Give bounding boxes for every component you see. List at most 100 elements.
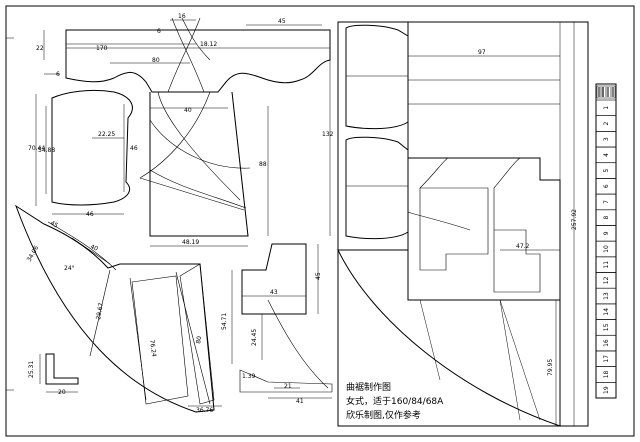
layout-sleeve-bottom (345, 136, 409, 240)
front-wrap-curve-4 (139, 91, 211, 179)
layout-inner-curve-1 (419, 157, 449, 189)
collar-curve-inner (181, 17, 211, 61)
layout-fan-seam-1 (419, 299, 441, 381)
skirt-group: 45 40 34.06 24° 29.67 76.24 80 36.76 25.… (15, 204, 222, 414)
dim-79-95: 79.95 (547, 359, 554, 376)
index-label: 5 (603, 168, 610, 172)
sleeve-piece-outline (51, 89, 133, 206)
dim-80: 80 (152, 57, 160, 64)
index-label: 8 (603, 216, 610, 220)
index-label: 16 (603, 339, 610, 347)
layout-block-group: 97 257.92 47.2 79.95 (337, 21, 589, 427)
index-label: 14 (603, 308, 610, 316)
dim-21: 21 (284, 383, 292, 390)
skirt-seam-2 (89, 269, 111, 357)
dim-6-top: 6 (157, 28, 161, 35)
dim-54-71: 54.71 (221, 313, 228, 330)
index-label: 17 (603, 355, 610, 363)
layout-inner-pocket-1 (419, 187, 489, 271)
gusset-outline (241, 243, 307, 315)
sleeve-piece-group: 70.44 54.88 22.25 46 46 (28, 89, 138, 218)
dim-170: 170 (96, 45, 108, 52)
sleeve-yoke-outline (65, 29, 331, 93)
front-wrap-curve-2 (149, 119, 251, 169)
dim-1-39: 1.39 (242, 373, 256, 380)
layout-block-frame (337, 21, 589, 427)
skirt-seam-4 (175, 271, 211, 405)
dim-97: 97 (478, 49, 486, 56)
waist-band-outline (45, 353, 79, 385)
dim-46-v: 46 (130, 145, 138, 152)
index-label: 19 (603, 386, 610, 394)
dim-18-12: 18.12 (200, 41, 217, 48)
index-label: 6 (603, 184, 610, 188)
layout-inner-curve-2 (493, 157, 521, 189)
dim-24-45: 24.45 (251, 329, 258, 346)
index-cell (595, 382, 617, 399)
dim-46-h: 46 (86, 211, 94, 218)
dim-132: 132 (322, 131, 334, 138)
dim-36-76: 36.76 (196, 407, 213, 414)
gusset-piece-group: 43 45 54.71 24.45 1.39 21 41 (221, 243, 333, 405)
layout-sleeve-top (345, 24, 409, 130)
skirt-arc-outline (15, 204, 215, 413)
body-inner-line (231, 91, 249, 237)
dim-257-92: 257.92 (571, 209, 578, 230)
dim-24-deg: 24° (64, 265, 75, 272)
index-label: 12 (603, 276, 610, 284)
caption-title: 曲裾制作图 (346, 381, 391, 393)
dim-16: 16 (178, 13, 186, 20)
main-garment-group: 16 45 6 22 170 80 18.12 6 132 40 88 48.1… (36, 13, 334, 247)
dim-70-44: 70.44 (28, 145, 45, 152)
index-label: 15 (603, 323, 610, 331)
gusset-base (239, 369, 333, 393)
dim-6-left: 6 (56, 71, 60, 78)
dim-48-19: 48.19 (182, 239, 199, 246)
collar-curve-right (167, 17, 201, 93)
index-label: 2 (603, 121, 610, 125)
dim-20: 20 (58, 389, 66, 396)
dim-22-25: 22.25 (98, 131, 115, 138)
skirt-inner-arc (47, 221, 117, 271)
dim-34-06: 34.06 (26, 244, 41, 263)
index-label: 10 (603, 245, 610, 253)
caption-line2: 欣乐制图,仅作参考 (346, 409, 421, 421)
index-label: 4 (603, 153, 610, 157)
index-label: 9 (603, 231, 610, 235)
dim-45-top: 45 (278, 18, 286, 25)
skirt-wedge-2 (179, 263, 215, 405)
index-strip-barcode (596, 85, 616, 99)
dim-45-right: 45 (315, 272, 322, 280)
index-label: 1 (603, 106, 610, 110)
dim-22: 22 (36, 45, 44, 52)
outer-frame (5, 5, 635, 437)
caption-line1: 女式，适于160/84/68A (346, 395, 444, 407)
index-label: 18 (603, 370, 610, 378)
index-label: 11 (603, 261, 610, 269)
layout-inner-pocket-2 (493, 188, 541, 293)
skirt-seam-1 (71, 237, 111, 265)
gusset-curve (267, 299, 329, 389)
dim-76-24: 76.24 (148, 339, 157, 357)
collar-curve-left (171, 17, 205, 93)
index-label: 3 (603, 137, 610, 141)
index-label: 13 (603, 292, 610, 300)
skirt-wedge-1 (131, 275, 189, 405)
dim-80-wedge: 80 (195, 335, 203, 344)
dim-47-2: 47.2 (516, 243, 530, 250)
hem-diagonal (139, 177, 245, 211)
layout-fan-seam-3 (499, 299, 541, 421)
layout-body-piece (407, 157, 561, 301)
dim-40: 40 (184, 107, 192, 114)
layout-curved-seam (407, 211, 471, 231)
front-wrap-curve-1 (157, 91, 241, 201)
dim-88: 88 (259, 161, 267, 168)
body-panel-outline (149, 91, 249, 237)
index-label: 7 (603, 200, 610, 204)
dim-25-31: 25.31 (28, 361, 35, 378)
dim-54-88: 54.88 (38, 147, 55, 154)
dim-45-arc: 45 (49, 220, 59, 230)
